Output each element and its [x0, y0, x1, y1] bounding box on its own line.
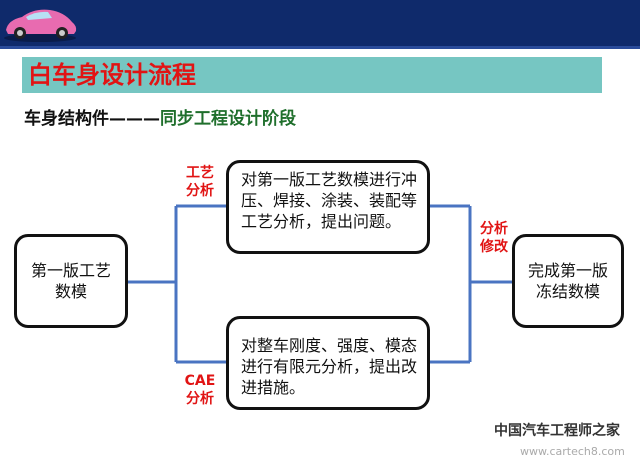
car-logo-icon — [4, 9, 77, 42]
cae-analysis-node: 对整车刚度、强度、模态进行有限元分析，提出改进措施。 — [226, 316, 430, 410]
end-node: 完成第一版 冻结数模 — [512, 234, 624, 328]
label-cae-analysis: CAE 分析 — [184, 373, 216, 407]
slide-title: 白车身设计流程 — [28, 61, 196, 89]
watermark-text: 中国汽车工程师之家 — [494, 423, 620, 439]
subtitle-part1: 车身结构件——— — [24, 109, 160, 129]
process-analysis-node: 对第一版工艺数模进行冲压、焊接、涂装、装配等工艺分析，提出问题。 — [226, 160, 430, 254]
start-node: 第一版工艺 数模 — [14, 234, 128, 328]
watermark-url: www.cartech8.com — [520, 445, 625, 458]
label-revise: 分析 修改 — [480, 221, 508, 255]
slide-subtitle: 车身结构件———同步工程设计阶段 — [24, 108, 296, 130]
header-bar — [0, 0, 640, 49]
subtitle-part2: 同步工程设计阶段 — [160, 109, 296, 129]
label-process-analysis: 工艺 分析 — [186, 165, 214, 199]
title-band: 白车身设计流程 — [22, 57, 602, 93]
